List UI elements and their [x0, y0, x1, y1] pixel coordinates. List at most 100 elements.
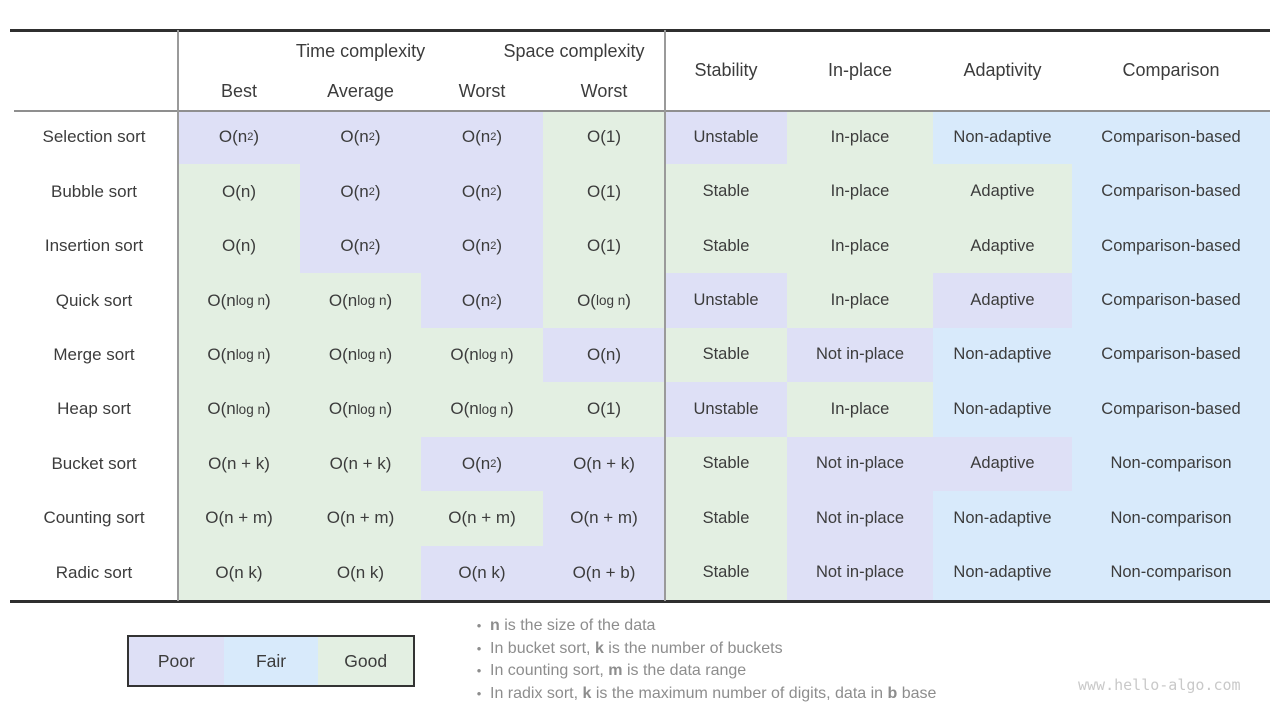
table-cell: Stable: [665, 545, 787, 600]
table-cell: O(n log n): [421, 327, 543, 383]
row-label: Merge sort: [10, 327, 178, 383]
table-cell: Stable: [665, 164, 787, 219]
table-cell: Non-adaptive: [933, 491, 1072, 546]
sorting-comparison-table: Time complexity Space complexity Best Av…: [10, 29, 1270, 603]
table-cell: Not in-place: [787, 545, 933, 600]
table-cell: In-place: [787, 164, 933, 219]
header-stability: Stability: [694, 59, 758, 80]
corner-cell: [10, 30, 178, 110]
note-text: In radix sort, k is the maximum number o…: [490, 684, 937, 702]
table-cell: Stable: [665, 218, 787, 274]
table-cell: Unstable: [665, 382, 787, 437]
table-cell: Comparison-based: [1072, 218, 1270, 274]
table-cell: O(n + m): [421, 491, 543, 546]
note-item: •In bucket sort, k is the number of buck…: [468, 638, 936, 661]
table-bottom-border: [10, 600, 1270, 603]
table-cell: O(n + k): [543, 436, 665, 492]
note-text: In counting sort, m is the data range: [490, 662, 747, 679]
table-cell: Not in-place: [787, 436, 933, 492]
table-cell: O(n log n): [300, 327, 421, 383]
table-cell: In-place: [787, 218, 933, 274]
table-cell: O(n + k): [178, 436, 300, 492]
header-time-complexity: Time complexity: [295, 40, 426, 61]
legend-item-fair: Fair: [223, 637, 319, 685]
row-label: Radic sort: [10, 545, 178, 600]
table-cell: Stable: [665, 436, 787, 492]
table-cell: O(n log n): [300, 273, 421, 328]
table-cell: O(1): [543, 218, 665, 274]
table-cell: Non-adaptive: [933, 110, 1072, 165]
row-label: Bubble sort: [10, 164, 178, 219]
table-grid: Time complexity Space complexity Best Av…: [10, 30, 1270, 600]
watermark: www.hello-algo.com: [1078, 676, 1241, 694]
row-label: Selection sort: [10, 110, 178, 165]
table-cell: Adaptive: [933, 273, 1072, 328]
table-cell: O(n): [543, 327, 665, 383]
header-best: Best: [220, 80, 258, 101]
bullet-icon: •: [476, 685, 482, 701]
table-cell: O(n log n): [178, 273, 300, 328]
table-cell: Adaptive: [933, 436, 1072, 492]
header-space-complexity: Space complexity: [503, 40, 645, 61]
legend-item-poor: Poor: [129, 637, 224, 685]
table-cell: O(n + k): [300, 436, 421, 492]
table-cell: O(n + b): [543, 545, 665, 600]
legend-item-good: Good: [318, 637, 414, 685]
bullet-icon: •: [476, 640, 482, 656]
table-cell: O(log n): [543, 273, 665, 328]
table-cell: Non-adaptive: [933, 327, 1072, 383]
table-cell: In-place: [787, 382, 933, 437]
table-cell: O(n + m): [178, 491, 300, 546]
table-cell: O(1): [543, 382, 665, 437]
table-cell: Non-comparison: [1072, 436, 1270, 492]
table-cell: O(n k): [300, 545, 421, 600]
table-cell: Non-comparison: [1072, 545, 1270, 600]
table-cell: Stable: [665, 491, 787, 546]
header-adaptivity: Adaptivity: [963, 59, 1042, 80]
table-cell: O(n + m): [543, 491, 665, 546]
table-cell: O(n k): [421, 545, 543, 600]
table-cell: Unstable: [665, 110, 787, 165]
table-cell: O(n + m): [300, 491, 421, 546]
table-cell: Non-comparison: [1072, 491, 1270, 546]
note-item: • In radix sort, k is the maximum number …: [468, 683, 937, 706]
table-cell: O(n k): [178, 545, 300, 600]
note-text: n is the size of the data: [490, 617, 656, 634]
header-worst-time: Worst: [458, 80, 506, 101]
table-cell: Non-adaptive: [933, 382, 1072, 437]
table-cell: Unstable: [665, 273, 787, 328]
table-cell: O(n log n): [178, 382, 300, 437]
header-in-place: In-place: [827, 59, 893, 80]
table-cell: Not in-place: [787, 491, 933, 546]
row-label: Insertion sort: [10, 218, 178, 274]
bullet-icon: •: [476, 618, 482, 633]
note-item: • n is the size of the data: [468, 615, 936, 638]
row-label: Bucket sort: [10, 436, 178, 492]
table-cell: Comparison-based: [1072, 382, 1270, 437]
table-cell: Adaptive: [933, 218, 1072, 274]
table-cell: Comparison-based: [1072, 273, 1270, 328]
table-cell: In-place: [787, 110, 933, 165]
table-cell: Adaptive: [933, 164, 1072, 219]
header-comparison: Comparison: [1122, 59, 1220, 80]
bullet-icon: •: [476, 663, 482, 678]
table-cell: O(n): [178, 218, 300, 274]
table-cell: In-place: [787, 273, 933, 328]
table-cell: Non-adaptive: [933, 545, 1072, 600]
table-cell: O(n log n): [300, 382, 421, 437]
table-cell: Not in-place: [787, 327, 933, 383]
row-label: Counting sort: [10, 491, 178, 546]
table-cell: O(1): [543, 110, 665, 165]
notes-list: • n is the size of the data •In bucket sor…: [468, 615, 937, 706]
table-cell: O(n): [178, 164, 300, 219]
